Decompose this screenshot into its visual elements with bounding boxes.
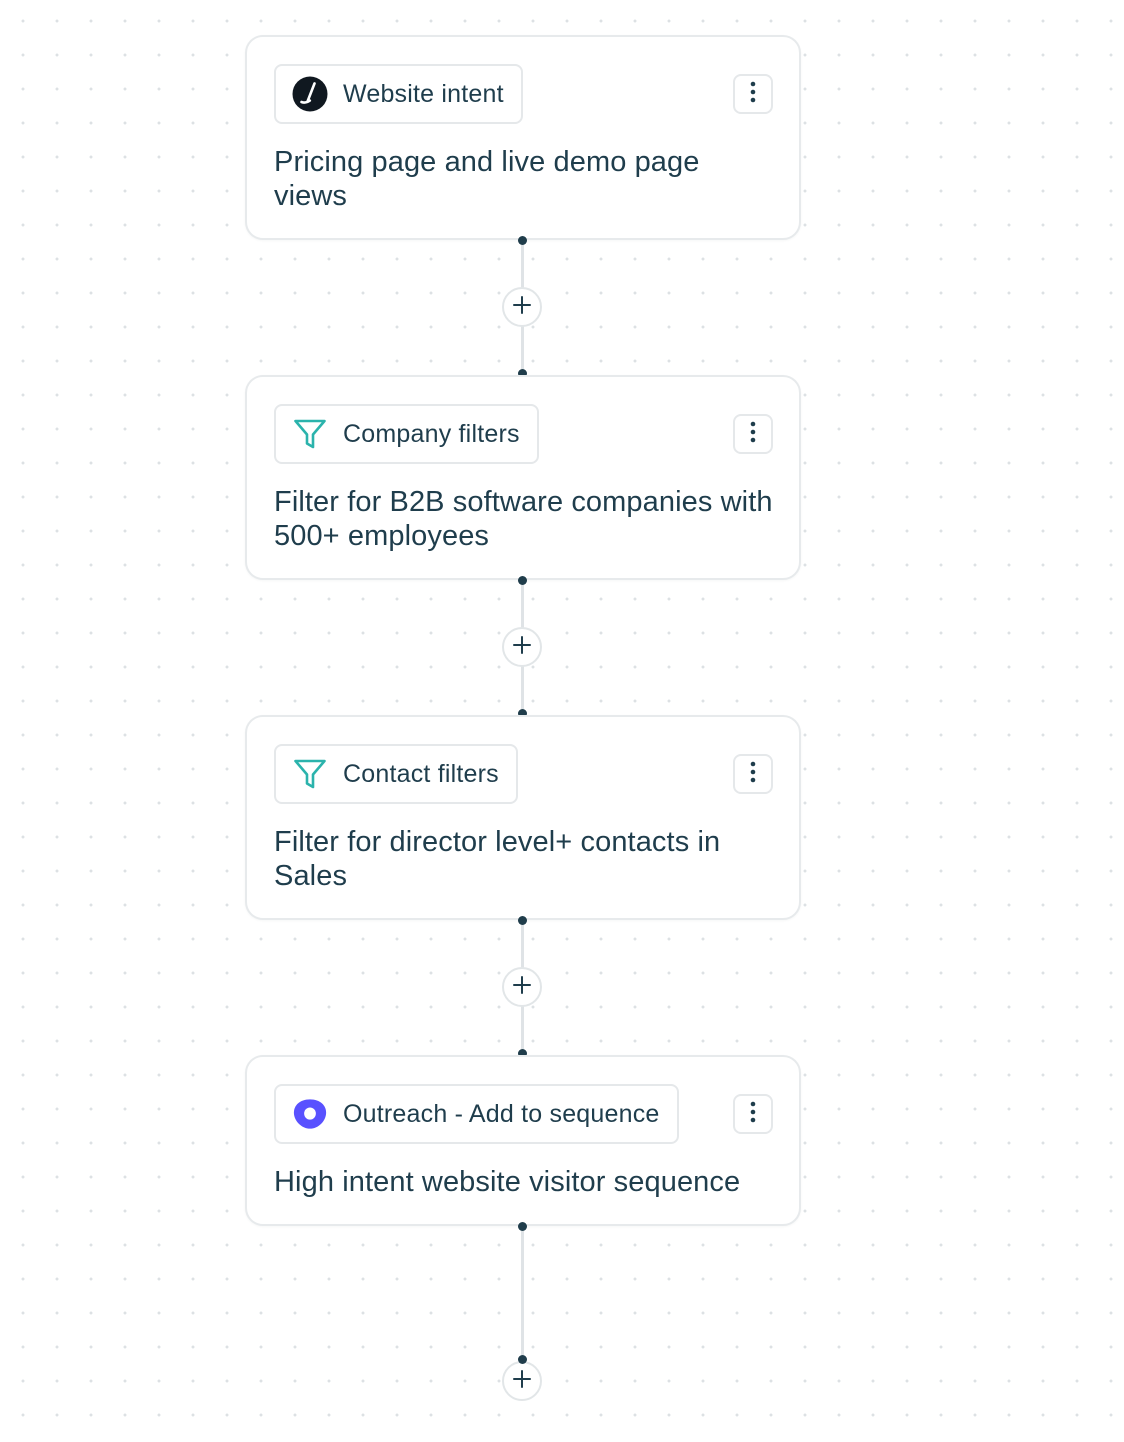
step-description: Filter for director level+ contacts in S…	[274, 826, 721, 892]
add-step-button[interactable]	[502, 967, 542, 1007]
connector-end-dot	[518, 1355, 527, 1364]
connector-output-dot	[518, 1222, 527, 1231]
step-type-label: Outreach - Add to sequence	[343, 1099, 660, 1128]
connector-output-dot	[518, 236, 527, 245]
step-menu-button[interactable]	[733, 414, 773, 454]
plus-icon	[513, 1369, 531, 1393]
step-menu-button[interactable]	[733, 754, 773, 794]
vertical-dots-icon	[750, 761, 756, 788]
funnel-filter-icon	[292, 416, 328, 452]
connector-output-dot	[518, 576, 527, 585]
workflow-step-card-company-filters[interactable]: Company filters Filter for B2B software …	[245, 375, 801, 580]
plus-icon	[513, 635, 531, 659]
connector-input-dot	[518, 369, 527, 378]
workflow-step-card-website-intent[interactable]: Website intent Pricing page and live dem…	[245, 35, 801, 240]
step-type-label: Company filters	[343, 419, 520, 448]
step-type-chip[interactable]: Contact filters	[274, 744, 518, 804]
plus-icon	[513, 295, 531, 319]
workflow-step-card-contact-filters[interactable]: Contact filters Filter for director leve…	[245, 715, 801, 920]
step-description: Filter for B2B software companies with 5…	[274, 486, 773, 552]
step-type-chip[interactable]: Outreach - Add to sequence	[274, 1084, 679, 1144]
connector-input-dot	[518, 709, 527, 718]
vertical-dots-icon	[750, 81, 756, 108]
step-description: High intent website visitor sequence	[274, 1166, 741, 1198]
step-type-chip[interactable]: Company filters	[274, 404, 539, 464]
connector-line	[521, 1226, 524, 1362]
connector-input-dot	[518, 1049, 527, 1058]
step-menu-button[interactable]	[733, 1094, 773, 1134]
step-menu-button[interactable]	[733, 74, 773, 114]
step-type-chip[interactable]: Website intent	[274, 64, 523, 124]
vertical-dots-icon	[750, 421, 756, 448]
step-description: Pricing page and live demo page views	[274, 146, 700, 212]
add-step-button[interactable]	[502, 627, 542, 667]
workflow-step-card-outreach-sequence[interactable]: Outreach - Add to sequence High intent w…	[245, 1055, 801, 1226]
website-intent-logo-icon	[292, 76, 328, 112]
plus-icon	[513, 975, 531, 999]
outreach-logo-icon	[292, 1096, 328, 1132]
add-step-button[interactable]	[502, 1361, 542, 1401]
connector-output-dot	[518, 916, 527, 925]
vertical-dots-icon	[750, 1101, 756, 1128]
step-type-label: Website intent	[343, 79, 504, 108]
funnel-filter-icon	[292, 756, 328, 792]
add-step-button[interactable]	[502, 287, 542, 327]
step-type-label: Contact filters	[343, 759, 499, 788]
